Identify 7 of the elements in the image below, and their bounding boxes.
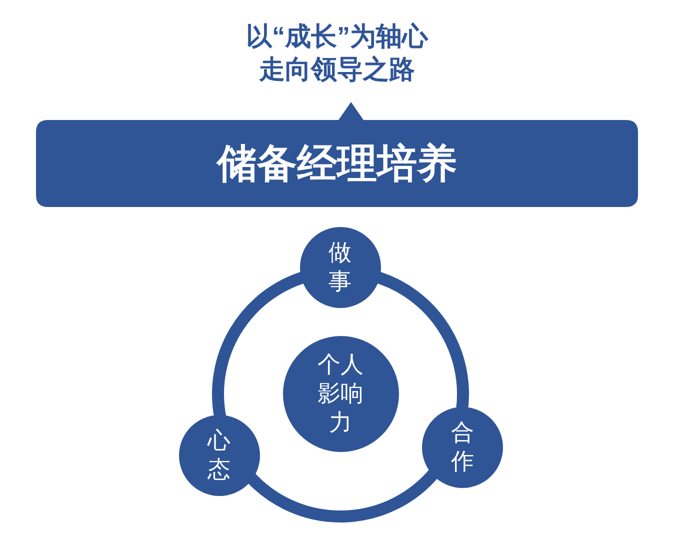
node-label: 做事: [327, 238, 352, 296]
callout-banner: [36, 101, 638, 207]
node-label: 个人影响力: [316, 350, 364, 437]
node-label: 心态: [206, 426, 232, 484]
heading: 以“成长”为轴心走向领导之路: [245, 20, 430, 86]
banner-title: 储备经理培养: [217, 140, 457, 188]
node-label: 合作: [450, 418, 475, 476]
